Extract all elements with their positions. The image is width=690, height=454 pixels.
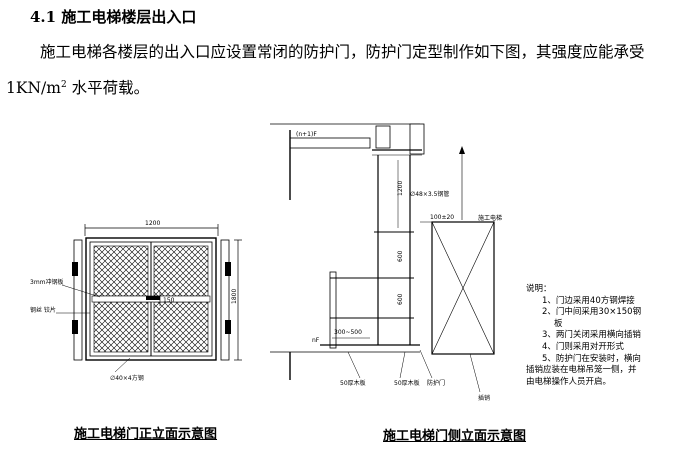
note-line: 由电梯操作人员开启。 (526, 376, 612, 387)
height-dim: 1800 (231, 289, 238, 304)
paragraph-text: 施工电梯各楼层的出入口应设置常闭的防护门，防护门定型制作如下图，其强度应能承受 … (6, 43, 645, 98)
note-line: 板 (554, 318, 563, 329)
note-line: 4、门则采用对开形式 (542, 341, 624, 352)
note-line: 插销应装在电梯吊笼一侧，并 (526, 365, 637, 376)
notes-title: 说明： (526, 284, 552, 294)
dim-600b: 600 (397, 293, 404, 305)
front-caption: 施工电梯门正立面示意图 (74, 427, 218, 442)
mesh-label: 3mm冲钢板 (30, 278, 64, 286)
cage-label: 施工电梯 (478, 214, 502, 222)
paragraph-end: 水平荷载。 (66, 79, 150, 98)
plank1-label: 50厚木板 (340, 379, 366, 387)
dim-1200: 1200 (397, 181, 404, 196)
range-label: 300~500 (334, 329, 362, 336)
note-line: 2、门中间采用30×150钢 (542, 307, 642, 318)
section-heading: 4.1 施工电梯楼层出入口 (30, 8, 197, 26)
dim-600a: 600 (397, 250, 404, 262)
width-dim: 1200 (145, 220, 160, 227)
notes-block: 说明： 1、门边采用40方钢焊接 2、门中间采用30×150钢 板 3、两门关闭… (526, 284, 641, 388)
note-line: 5、防护门在安装时，横向 (542, 353, 641, 364)
upper-floor-label: (n+1)F (296, 131, 317, 138)
frame-label: ∅40×4方钢 (110, 374, 144, 382)
front-elevation: 1200 150 1800 3mm冲钢板 钢丝 铰片 ∅40× (30, 220, 242, 382)
side-elevation: (n+1)F nF 1200 600 600 ∅48×3.5钢管 300~500… (270, 123, 502, 402)
hinge-label: 钢丝 铰片 (30, 306, 56, 314)
body-paragraph: 施工电梯各楼层的出入口应设置常闭的防护门，防护门定型制作如下图，其强度应能承受 … (6, 36, 686, 105)
lower-floor-label: nF (312, 337, 320, 344)
rebar-label: ∅48×3.5钢管 (410, 190, 449, 198)
bolt-label: 插销 (478, 394, 490, 402)
note-line: 1、门边采用40方钢焊接 (542, 295, 635, 306)
door-label: 防护门 (427, 379, 445, 387)
superscript: 2 (60, 80, 67, 90)
side-caption: 施工电梯门侧立面示意图 (383, 429, 527, 444)
note-line: 3、两门关闭采用横向插销 (542, 330, 641, 341)
inner-dim: 150 (163, 297, 175, 304)
plank2-label: 50厚木板 (394, 379, 420, 387)
gap-label: 100±20 (430, 214, 454, 221)
